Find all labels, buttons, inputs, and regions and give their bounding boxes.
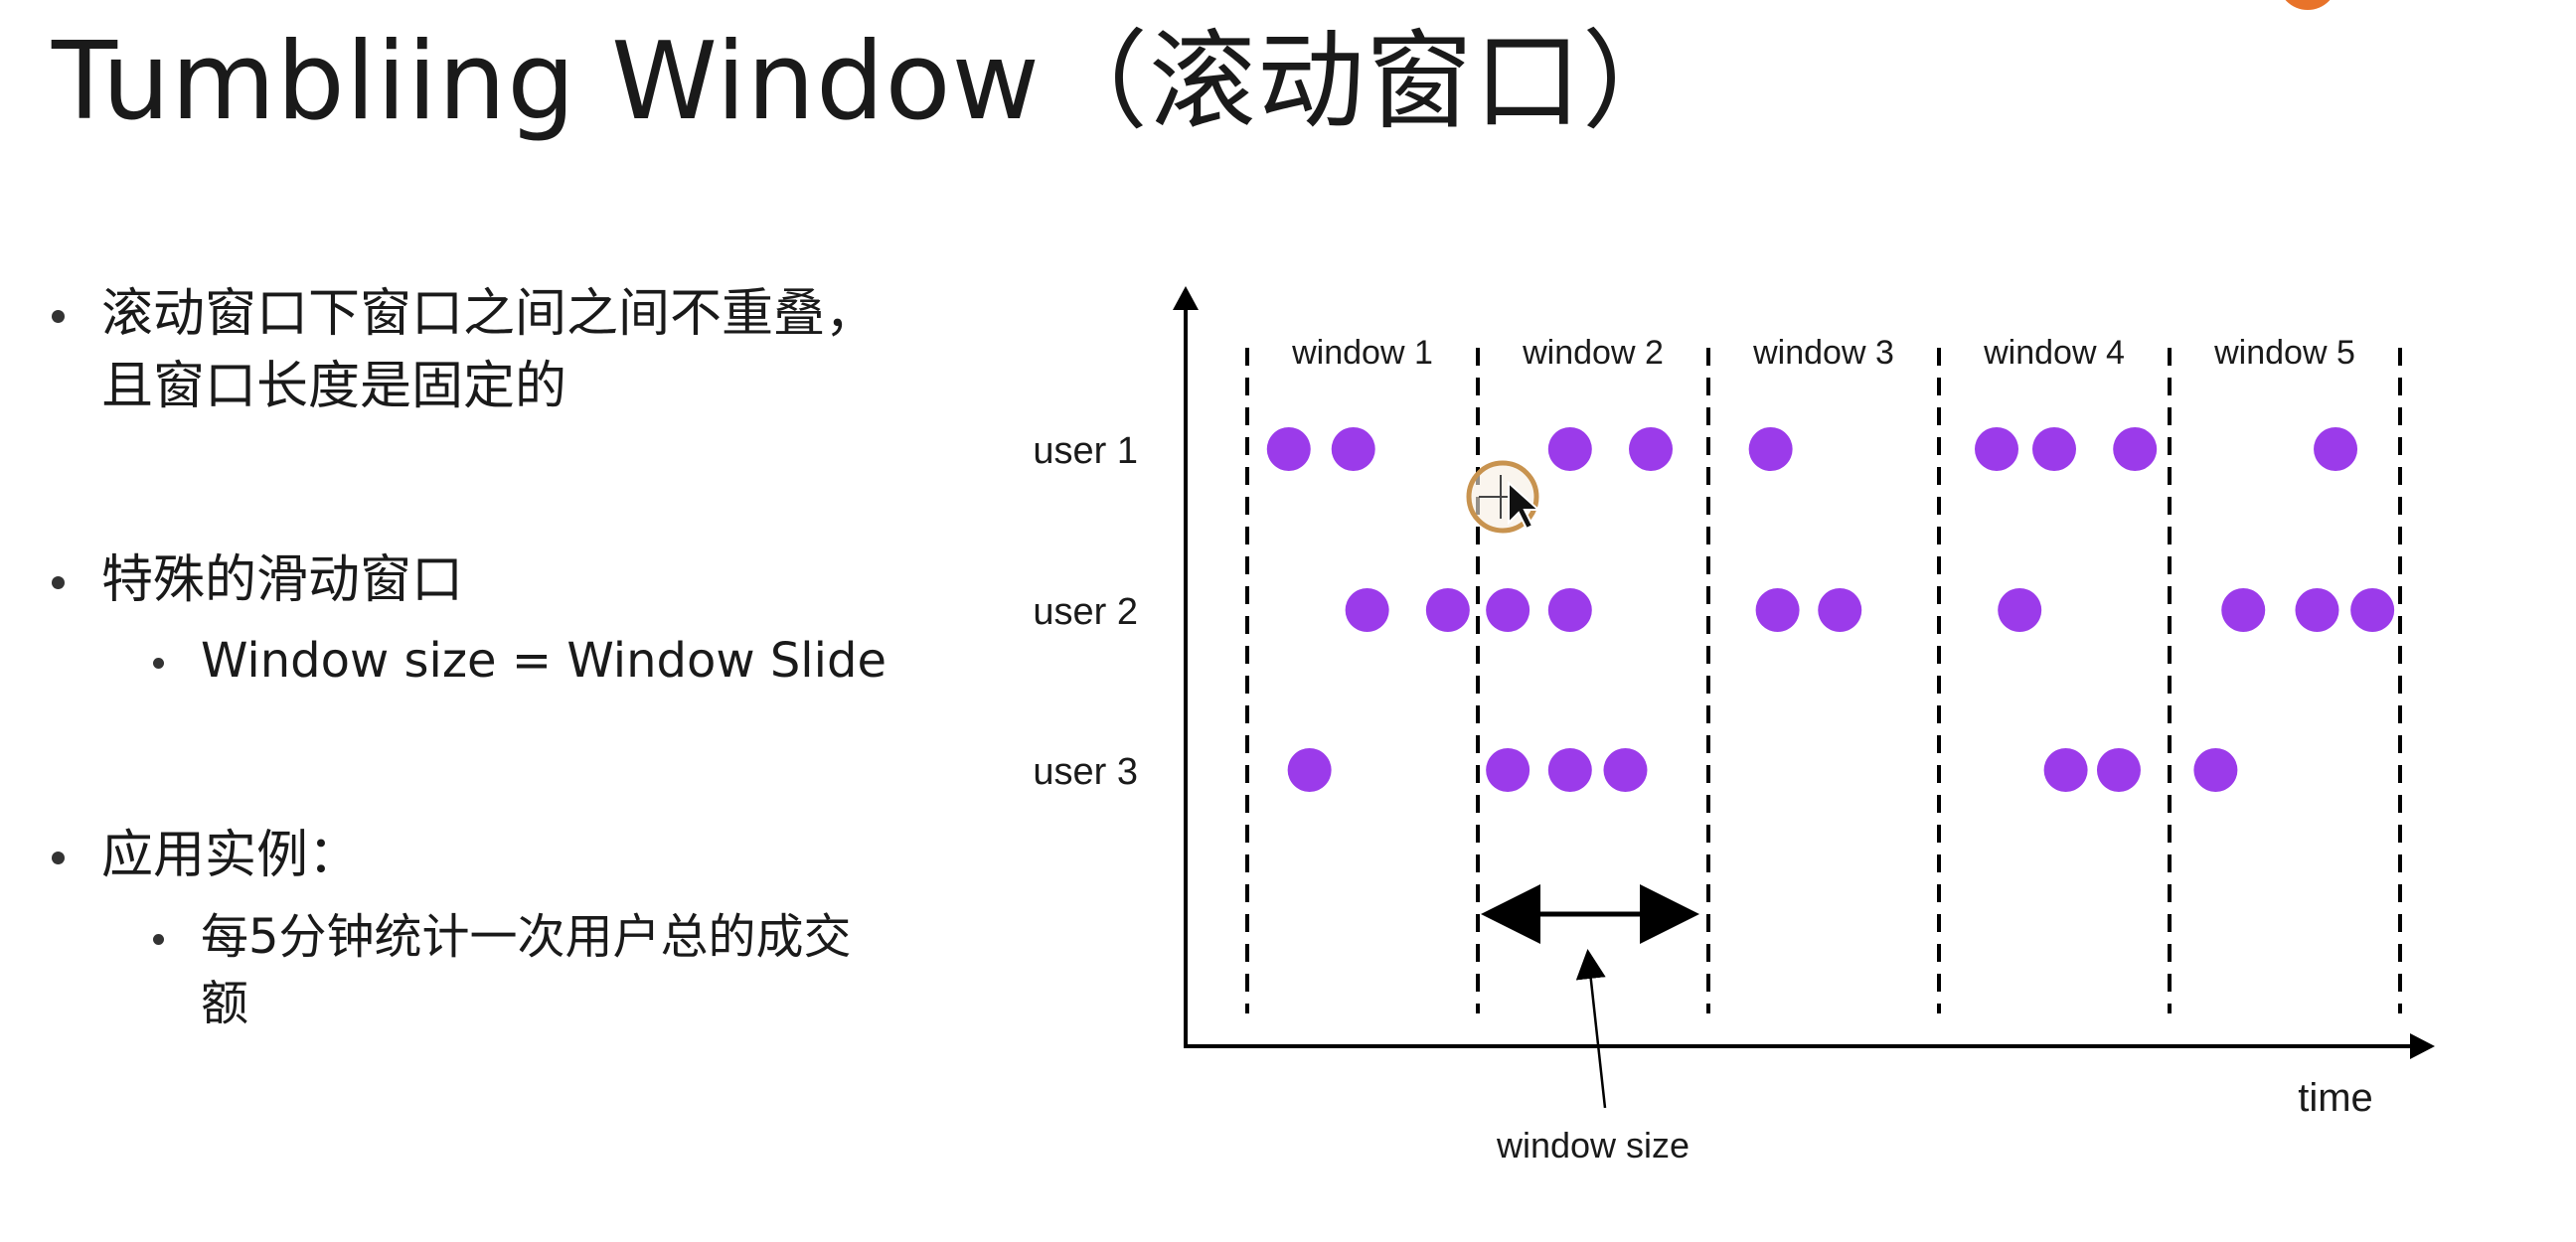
event-dot [1486, 588, 1530, 632]
event-dot [1629, 427, 1673, 471]
sub-bullet-dot-icon [153, 934, 164, 945]
event-dot [2295, 588, 2339, 632]
bullet-text: 特殊的滑动窗口 [101, 550, 464, 610]
window-labels: window 1 window 2 window 3 window 4 window 5 [1291, 334, 2355, 372]
bullet-dot-icon [52, 852, 65, 864]
sub-bullet-text: 每5分钟统计一次用户总的成交 额 [201, 909, 852, 1032]
bullet-text: 滚动窗口下窗口之间之间不重叠， 且窗口长度是固定的 [101, 284, 878, 416]
user-label: user 3 [1033, 751, 1138, 793]
sub-bullet-dot-icon [153, 658, 164, 669]
event-dot [1425, 588, 1470, 632]
event-dot [1331, 427, 1375, 471]
x-axis-arrow-icon [2410, 1033, 2435, 1059]
event-dot [2032, 427, 2076, 471]
event-dot [2350, 588, 2395, 632]
event-dot [1266, 427, 1311, 471]
x-axis-label: time [2298, 1076, 2373, 1120]
sub-bullet-text: Window size = Window Slide [201, 633, 886, 689]
bullet-text: 应用实例： [101, 826, 361, 885]
event-dot [2043, 748, 2088, 792]
event-dot [1755, 588, 1800, 632]
event-dot [1748, 427, 1793, 471]
window-label: window 5 [2213, 334, 2355, 372]
window-label: window 2 [1522, 334, 1664, 372]
mouse-cursor-icon [1466, 460, 1541, 534]
window-label: window 4 [1983, 334, 2125, 372]
bullet-item-no-overlap: 滚动窗口下窗口之间之间不重叠， 且窗口长度是固定的 [50, 278, 877, 423]
window-size-annotation: window size [1496, 1125, 1690, 1165]
bullet-dot-icon [52, 310, 65, 323]
event-dot [2113, 427, 2158, 471]
user-labels: user 1 user 2 user 3 [1033, 430, 1138, 793]
window-label: window 3 [1752, 334, 1894, 372]
brand-logo-icon [2285, 0, 2331, 10]
annotation-pointer [1575, 949, 1607, 1109]
event-dot [1486, 748, 1530, 792]
event-dot [1547, 748, 1592, 792]
page-title: Tumbliing Window（滚动窗口） [52, 20, 1690, 144]
bullet-item-example: 应用实例： [50, 820, 360, 892]
window-label: window 1 [1291, 334, 1433, 372]
user-label: user 2 [1033, 591, 1138, 633]
sub-bullet-window-size: Window size = Window Slide [149, 628, 886, 695]
y-axis-arrow-icon [1173, 286, 1199, 310]
sub-bullet-example-detail: 每5分钟统计一次用户总的成交 额 [149, 904, 996, 1037]
event-dot [1345, 588, 1389, 632]
event-dots [1266, 427, 2395, 792]
event-dot [1547, 588, 1592, 632]
bullet-item-special-sliding: 特殊的滑动窗口 [50, 544, 463, 617]
event-dot [1603, 748, 1648, 792]
event-dot [1818, 588, 1862, 632]
event-dot [1287, 748, 1332, 792]
window-boundaries [1245, 348, 2402, 1013]
event-dot [2193, 748, 2238, 792]
event-dot [1975, 427, 2018, 471]
event-dot [1998, 588, 2042, 632]
event-dot [2314, 427, 2358, 471]
event-dot [2096, 748, 2141, 792]
user-label: user 1 [1033, 430, 1138, 472]
event-dot [1547, 427, 1592, 471]
bullet-dot-icon [52, 576, 65, 589]
event-dot [2221, 588, 2266, 632]
